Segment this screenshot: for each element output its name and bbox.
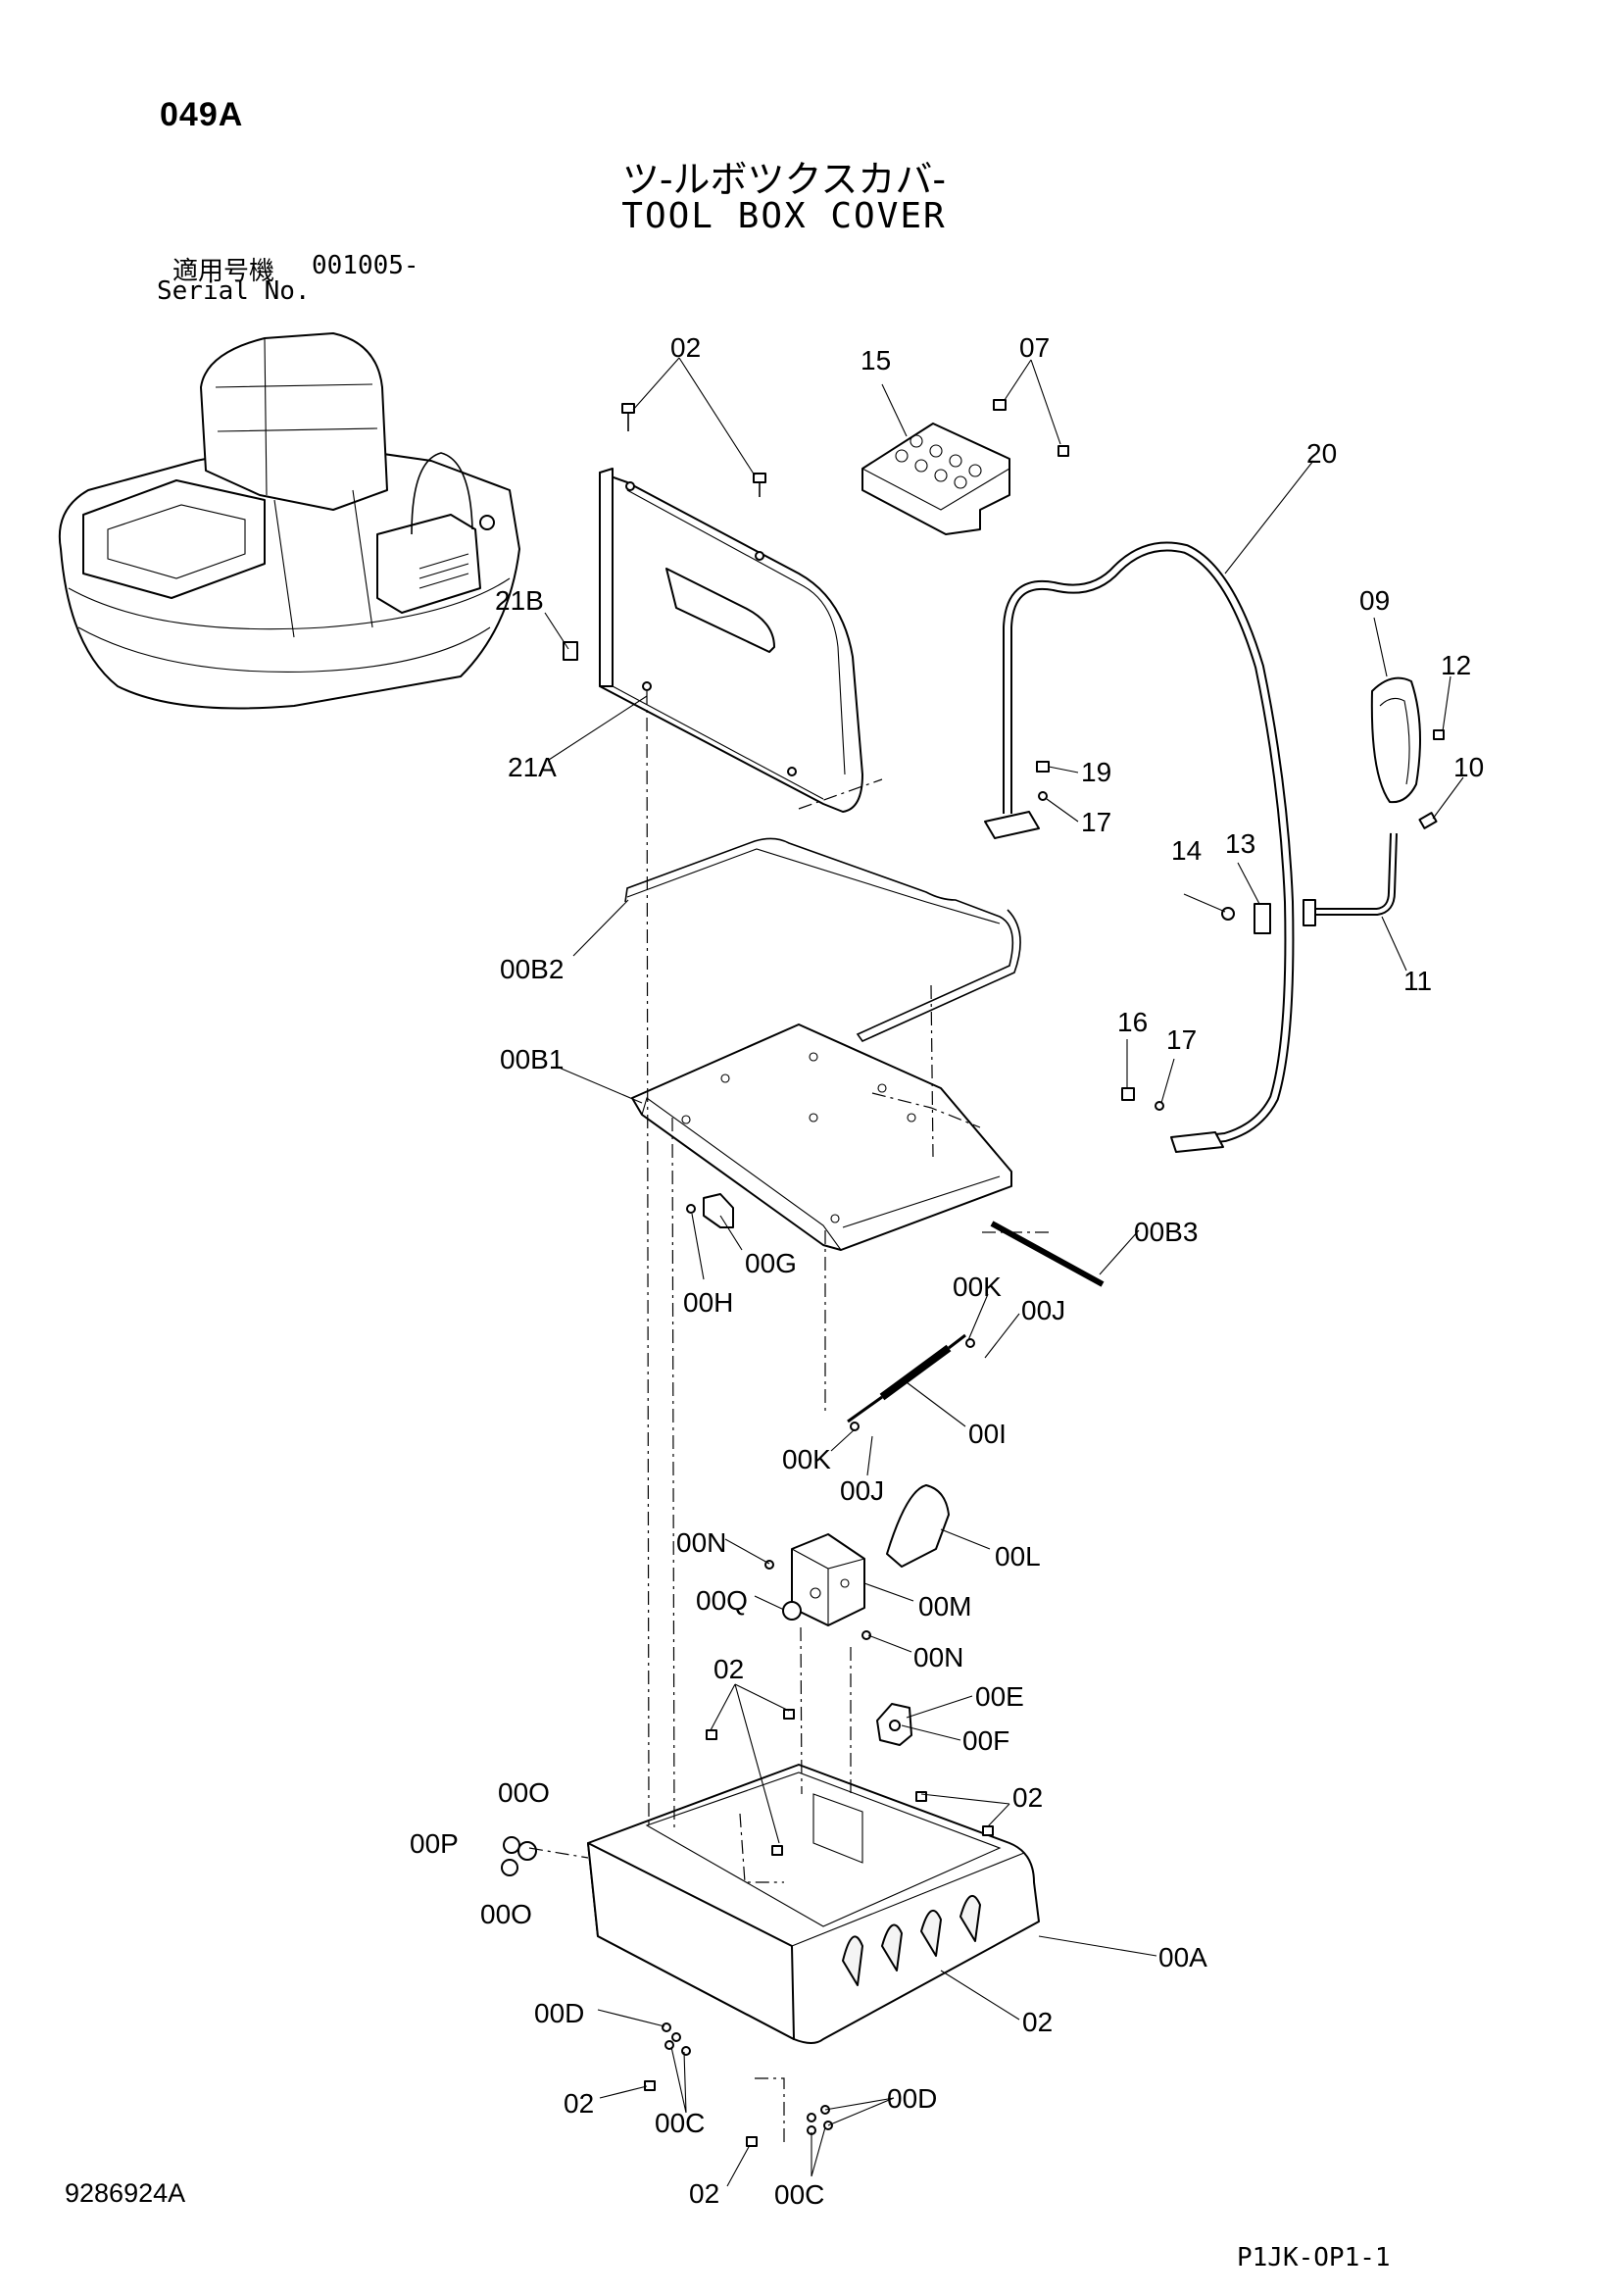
page-code: P1JK-OP1-1 [1237,2243,1391,2272]
callout-00c-left: 00C [655,2108,705,2138]
callout-15: 15 [861,345,891,375]
callout-07: 07 [1019,332,1050,363]
handrail-20 [984,541,1295,1153]
callout-02-bottom-left: 02 [564,2088,594,2119]
callout-14: 14 [1171,835,1202,866]
cover-sheet-00b1 [631,1023,1012,1251]
bolt-02-top [621,403,766,497]
callout-00o-lower: 00O [480,1899,532,1929]
washer-00o-00p [501,1836,537,1876]
callout-00d-right: 00D [887,2083,937,2114]
callout-00i: 00I [968,1419,1007,1449]
title-japanese: ツ-ルボツクスカバ- [621,158,947,201]
callout-00q: 00Q [696,1585,748,1616]
callout-00j-upper: 00J [1021,1295,1065,1325]
callout-00f: 00F [962,1725,1009,1756]
document-number: 9286924A [65,2178,186,2208]
callout-00n-upper: 00N [676,1527,726,1558]
callout-02: 02 [670,332,701,363]
callout-02-bottom: 02 [689,2178,719,2209]
bolt-00n-lower [861,1630,871,1640]
serial-number-value: 001005- [312,251,419,280]
callout-00n-lower: 00N [913,1642,963,1672]
seal-00b3 [990,1221,1105,1287]
callout-02-middle: 02 [713,1654,744,1684]
callout-00k-lower: 00K [782,1444,831,1474]
callout-00p: 00P [410,1828,459,1859]
valve-plate-15 [861,423,1010,535]
bolt-19 [1036,761,1050,801]
seal-00b2 [624,837,1021,1042]
callout-leader-lines [544,357,1464,2187]
serial-label-english: Serial No. [157,276,311,306]
hinge-00g [686,1193,734,1228]
callout-00c-right: 00C [774,2179,824,2210]
callout-00e: 00E [975,1681,1024,1712]
cover-00l [886,1484,950,1568]
callout-21b: 21B [495,585,544,616]
bracket-13-14 [1221,903,1271,934]
title-english: TOOL BOX COVER [621,196,947,236]
callout-17-upper: 17 [1081,807,1111,837]
gas-spring-00i [847,1333,975,1431]
callout-00l: 00L [995,1541,1041,1572]
callout-10: 10 [1453,752,1484,782]
callout-11: 11 [1403,966,1432,996]
callout-00b2: 00B2 [500,954,564,984]
mirror-stay-11 [1303,812,1438,926]
callout-labels: 02 15 07 20 21B 21A 09 12 10 19 17 14 13… [410,332,1484,2210]
callout-12: 12 [1441,650,1471,680]
serial-label-japanese: 適用号機 [172,257,275,286]
callout-02-right: 02 [1012,1782,1043,1813]
callout-00b3: 00B3 [1134,1217,1198,1247]
callout-21a: 21A [508,752,557,782]
callout-19: 19 [1081,757,1111,787]
bolt-16-17 [1121,1087,1164,1111]
machine-overview-illustration [58,332,520,710]
callout-09: 09 [1359,585,1390,616]
grommet-00q [782,1601,802,1621]
callout-00k-upper: 00K [953,1272,1002,1302]
callout-02-box: 02 [1022,2007,1053,2037]
callout-00m: 00M [918,1591,971,1622]
callout-00h: 00H [683,1287,733,1318]
bolt-07 [993,399,1069,457]
callout-00j-lower: 00J [840,1475,884,1506]
callout-17-lower: 17 [1166,1024,1197,1055]
cover-panel-21a [599,468,863,813]
toolbox-body-00a [587,1764,1040,2044]
callout-00o-upper: 00O [498,1777,550,1808]
bolt-02-lower [644,1709,994,2147]
callout-16: 16 [1117,1007,1148,1037]
callout-20: 20 [1306,438,1337,469]
callout-13: 13 [1225,828,1255,859]
callout-00g: 00G [745,1248,797,1278]
assembly-centerlines [528,690,1054,2142]
mirror-09 [1370,676,1445,804]
callout-00d-left: 00D [534,1998,584,2028]
callout-00b1: 00B1 [500,1044,564,1074]
bracket-box-00m [791,1533,865,1626]
callout-00a: 00A [1158,1942,1207,1972]
sheet-id: 049A [160,96,244,133]
